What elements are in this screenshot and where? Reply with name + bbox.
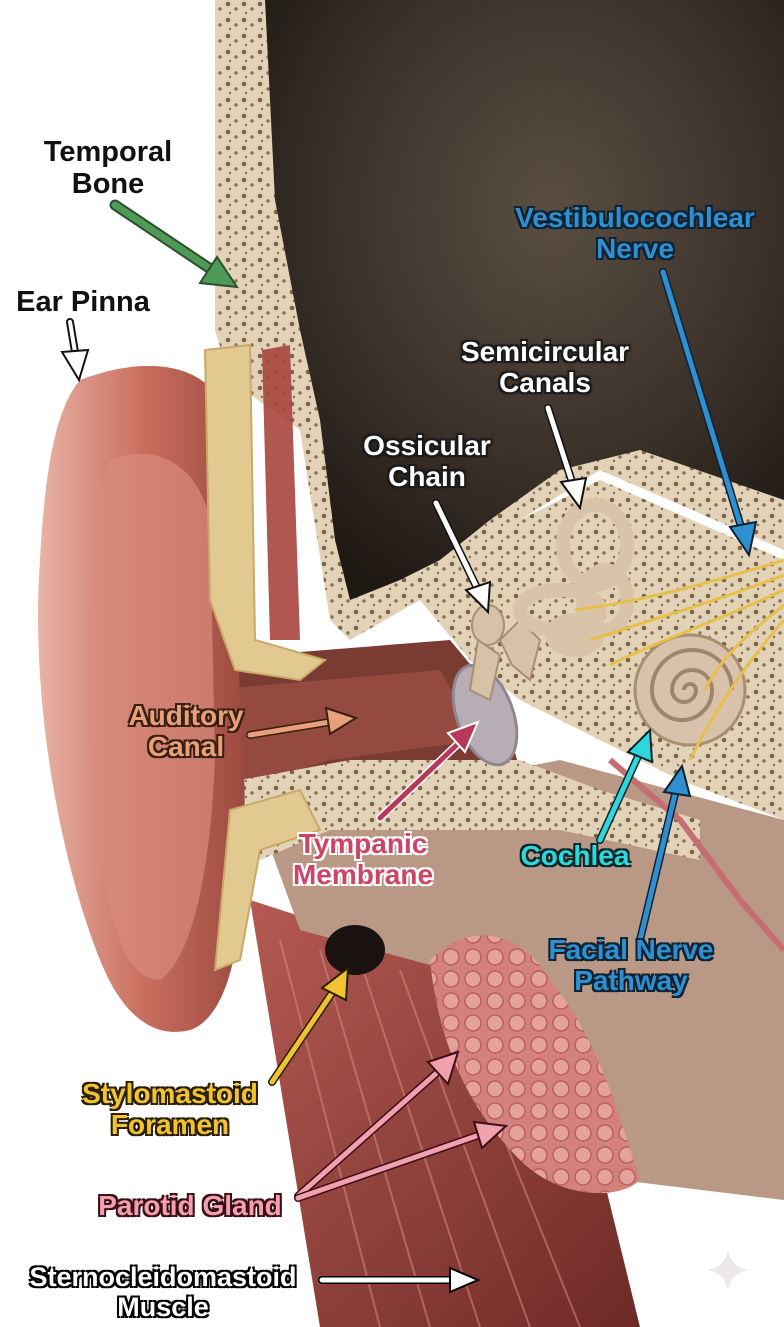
label-auditory-canal: Auditory Canal <box>128 700 244 763</box>
arrow-parotid-gland-lower <box>294 1120 509 1202</box>
ear-pinna <box>38 343 328 1032</box>
canal-floor-bone <box>240 760 700 860</box>
sparkle-icon <box>708 1250 748 1290</box>
arrow-auditory-canal <box>246 706 359 739</box>
arrow-tympanic-membrane <box>376 720 480 822</box>
label-vestibulocochlear-nerve: Vestibulocochlear Nerve <box>515 202 755 265</box>
arrow-sternocleidomastoid-muscle <box>318 1266 481 1294</box>
arrow-parotid-gland-upper <box>294 1050 460 1200</box>
temporal-bone <box>215 0 784 640</box>
cranial-cavity <box>265 0 784 600</box>
facial-nerve-pathway <box>608 757 784 952</box>
label-cochlea: Cochlea <box>520 840 630 871</box>
arrow-ear-pinna <box>60 318 90 383</box>
label-ear-pinna: Ear Pinna <box>16 286 150 318</box>
label-semicircular-canals: Semicircular Canals <box>460 336 630 399</box>
arrow-stylomastoid-foramen <box>268 965 350 1086</box>
arrow-facial-nerve-pathway <box>636 763 692 944</box>
vestibulocochlear-nerve <box>574 558 784 761</box>
parotid-gland <box>430 935 640 1194</box>
label-sternocleidomastoid-muscle: Sternocleidomastoid Muscle <box>29 1262 297 1323</box>
arrow-ossicular-chain <box>432 499 492 615</box>
label-tympanic-membrane: Tympanic Membrane <box>292 828 434 891</box>
label-facial-nerve-pathway: Facial Nerve Pathway <box>548 934 714 997</box>
stylomastoid-foramen <box>325 925 385 975</box>
arrow-temporal-bone <box>109 199 240 289</box>
ossicular-chain <box>468 604 542 702</box>
cochlea <box>633 633 747 747</box>
arrow-cochlea <box>596 727 654 844</box>
arrow-semicircular-canals <box>544 404 588 511</box>
label-temporal-bone: Temporal Bone <box>43 136 173 201</box>
label-parotid-gland: Parotid Gland <box>98 1190 282 1221</box>
arrow-vestibulocochlear-nerve <box>659 268 758 558</box>
label-ossicular-chain: Ossicular Chain <box>363 430 491 493</box>
label-stylomastoid-foramen: Stylomastoid Foramen <box>82 1078 258 1141</box>
